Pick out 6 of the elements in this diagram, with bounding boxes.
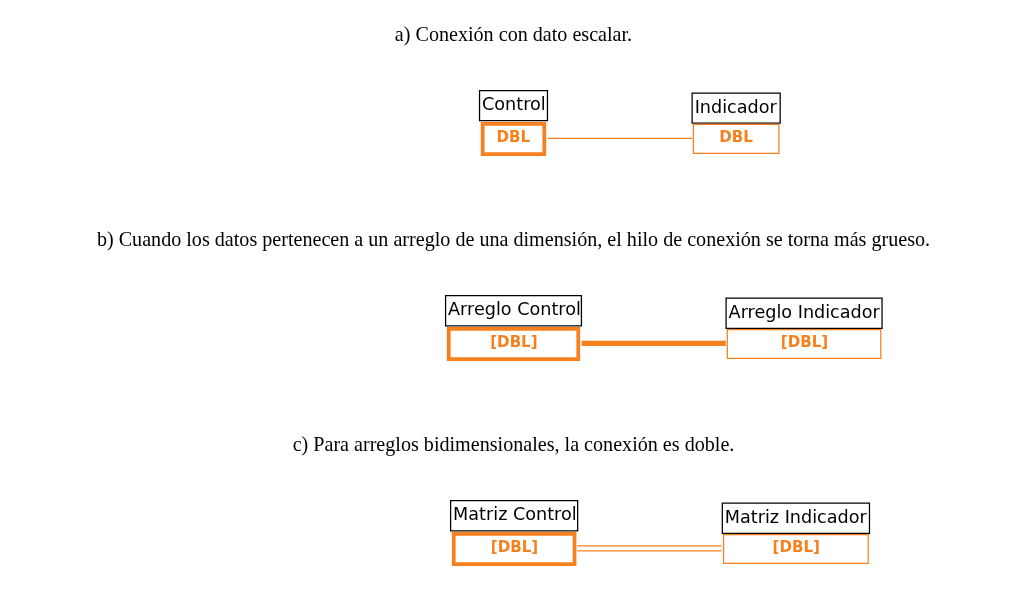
connector (547, 137, 693, 139)
label: a) Conexión con dato escalar. (394, 22, 633, 45)
connector (576, 545, 723, 552)
connector (581, 340, 726, 346)
label: c) Para arreglos bidimensionales, la conexión es doble. (292, 432, 735, 455)
label: b) Cuando los datos pertenecen a un arreglo de una dimensión, el hilo de conexión se torna más grueso. (96, 227, 931, 250)
